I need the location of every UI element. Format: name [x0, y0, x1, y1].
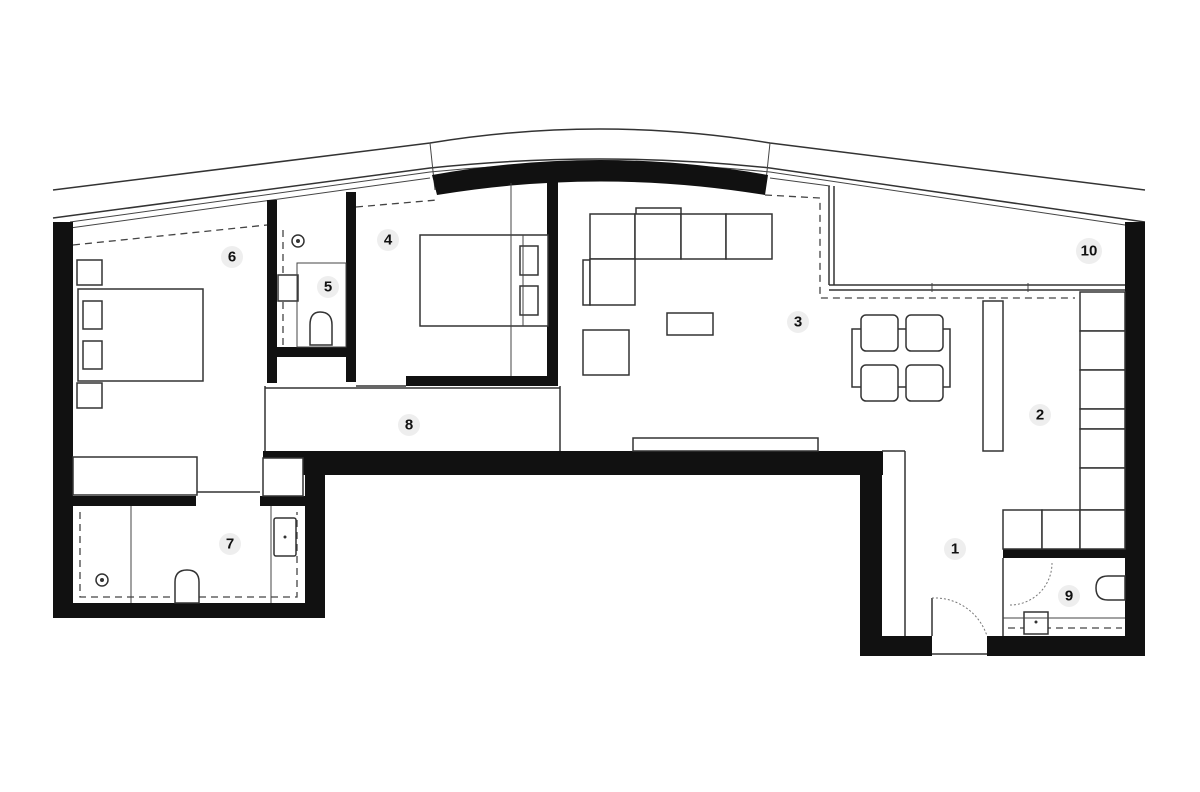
room-label-1: 1 — [944, 538, 966, 560]
bedroom-6-furniture — [72, 259, 204, 496]
svg-text:4: 4 — [384, 232, 393, 249]
room-label-3: 3 — [787, 311, 809, 333]
bath-7-fixtures — [95, 506, 297, 604]
svg-text:2: 2 — [1036, 407, 1044, 424]
room-label-9: 9 — [1058, 585, 1080, 607]
svg-text:9: 9 — [1065, 588, 1073, 605]
svg-text:1: 1 — [951, 541, 959, 558]
room-labels: 1 2 3 4 5 6 7 8 9 10 — [219, 229, 1102, 607]
bath-5-fixtures — [277, 234, 347, 348]
partitions — [196, 385, 1004, 655]
svg-text:6: 6 — [228, 249, 236, 266]
svg-text:5: 5 — [324, 279, 332, 296]
svg-text:8: 8 — [405, 417, 413, 434]
bedroom-4-furniture — [419, 183, 549, 376]
room-label-5: 5 — [317, 276, 339, 298]
room-label-10: 10 — [1076, 238, 1102, 264]
entrance-door — [931, 597, 988, 637]
svg-text:7: 7 — [226, 536, 234, 553]
room-label-7: 7 — [219, 533, 241, 555]
room-label-6: 6 — [221, 246, 243, 268]
svg-text:10: 10 — [1081, 243, 1098, 260]
room-label-4: 4 — [377, 229, 399, 251]
dining-set — [851, 314, 951, 402]
room-label-8: 8 — [398, 414, 420, 436]
storage-units — [982, 291, 1126, 550]
wc-9-fixtures — [1003, 562, 1126, 635]
walls — [53, 180, 1145, 656]
svg-text:3: 3 — [794, 314, 802, 331]
room-10-glazing — [828, 186, 1125, 292]
room-label-2: 2 — [1029, 404, 1051, 426]
curved-wall — [432, 160, 768, 195]
living-room-furniture — [582, 207, 819, 452]
